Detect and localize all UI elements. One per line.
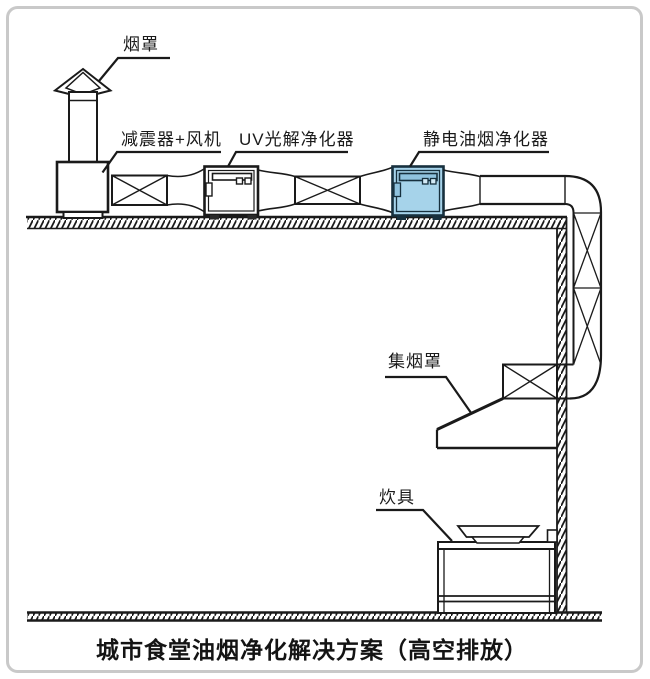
page-frame — [6, 6, 643, 673]
diagram-caption: 城市食堂油烟净化解决方案（高空排放） — [96, 637, 528, 663]
label-cooker: 炊具 — [379, 488, 415, 507]
label-rain-cap: 烟罩 — [123, 35, 159, 54]
cooker-stove — [437, 525, 558, 614]
label-esp-purifier: 静电油烟净化器 — [423, 130, 549, 149]
vertical-riser-duct — [569, 212, 603, 400]
roof-slab — [26, 215, 567, 230]
leader-lines — [98, 56, 549, 542]
exhaust-stack — [68, 91, 98, 163]
wall — [556, 217, 568, 613]
label-uv-purifier: UV光解净化器 — [239, 130, 355, 149]
horizontal-duct — [443, 169, 603, 213]
label-collection-hood: 集烟罩 — [388, 352, 442, 371]
collection-hood — [435, 397, 557, 450]
duct-section-b — [257, 166, 393, 214]
label-damper-fan: 减震器+风机 — [121, 130, 222, 149]
uv-purifier-box — [203, 165, 260, 220]
hood-connector-duct — [502, 363, 574, 400]
duct-section-a — [111, 168, 205, 213]
esp-purifier-box — [391, 165, 445, 220]
fan-unit — [55, 160, 110, 219]
